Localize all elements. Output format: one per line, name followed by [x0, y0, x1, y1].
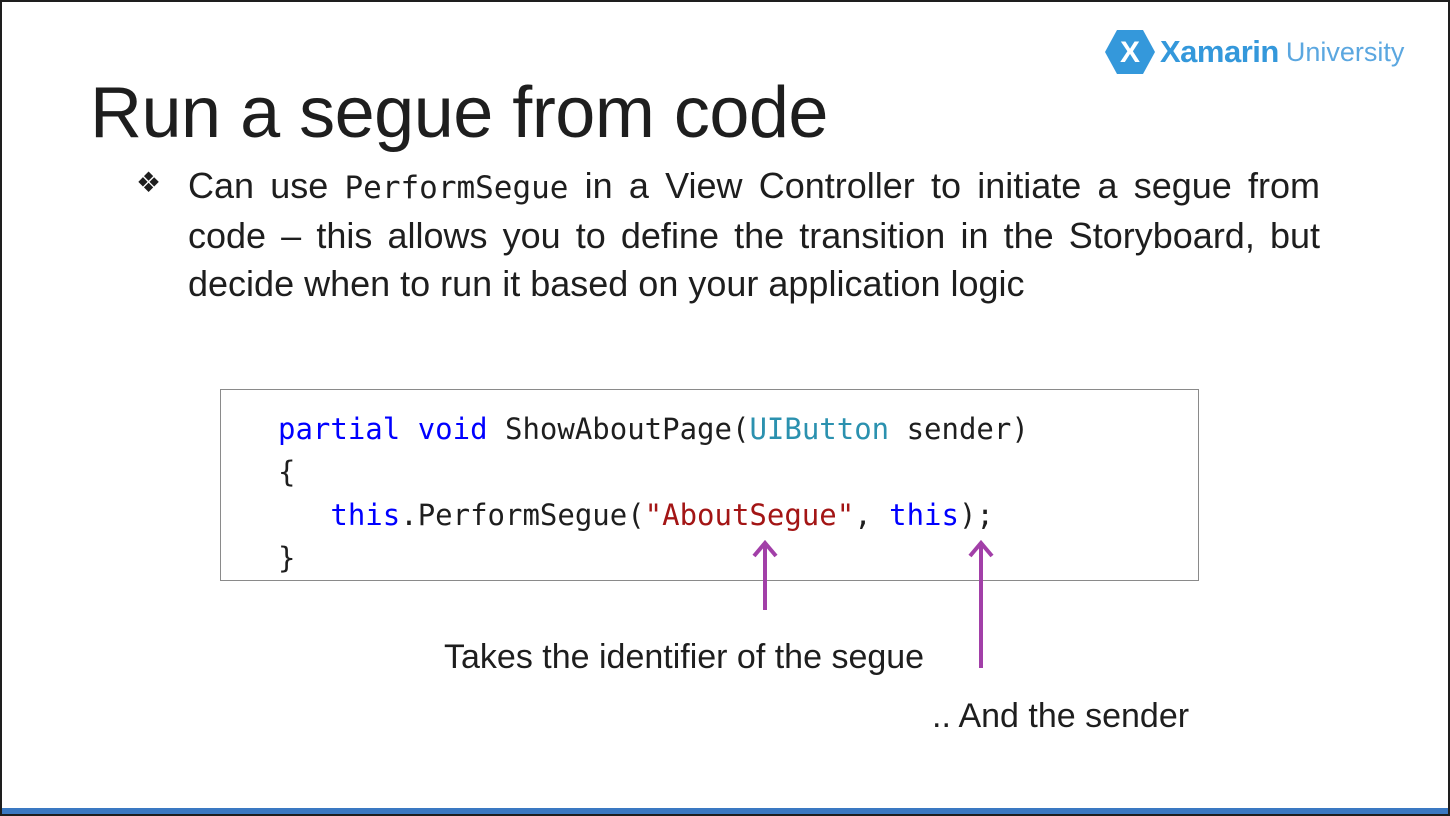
code-keyword-this-arg: this [889, 498, 959, 532]
code-block: partial void ShowAboutPage(UIButton send… [220, 389, 1199, 581]
identifier-arrow-icon [752, 539, 778, 610]
code-comma: , [854, 498, 890, 532]
code-method-signature: ShowAboutPage( [505, 412, 750, 446]
xamarin-hex-icon: X [1104, 29, 1156, 75]
bullet-diamond-icon: ❖ [136, 167, 162, 198]
bullet-text: Can use PerformSegue in a View Controlle… [188, 162, 1320, 308]
code-keyword-this: this [330, 498, 401, 532]
sender-note: .. And the sender [932, 697, 1190, 735]
bullet-code-term: PerformSegue [344, 170, 569, 206]
slide-title: Run a segue from code [90, 73, 828, 153]
identifier-note: Takes the identifier of the segue [444, 638, 925, 676]
code-perform-segue-call: .PerformSegue( [400, 498, 645, 532]
code-listing: partial void ShowAboutPage(UIButton send… [278, 408, 1029, 580]
code-keyword-partial: partial [278, 412, 401, 446]
code-type-uibutton: UIButton [749, 412, 890, 446]
bullet-text-before: Can use [188, 165, 345, 206]
code-param: sender) [889, 412, 1029, 446]
code-open-brace: { [278, 455, 296, 489]
logo-name: Xamarin [1160, 34, 1279, 69]
bullet-text-after: in a View Controller to initiate a segue… [188, 165, 1320, 304]
sender-arrow-icon [968, 539, 994, 668]
xamarin-university-logo: X Xamarin University [1104, 28, 1404, 76]
code-call-end: ); [958, 498, 994, 532]
code-close-brace: } [278, 541, 296, 575]
logo-mark: X [1120, 36, 1140, 69]
code-keyword-void: void [417, 412, 488, 446]
bottom-accent-bar [2, 808, 1448, 814]
logo-sub: University [1285, 36, 1405, 67]
code-string-aboutsegue: "AboutSegue" [644, 498, 855, 532]
